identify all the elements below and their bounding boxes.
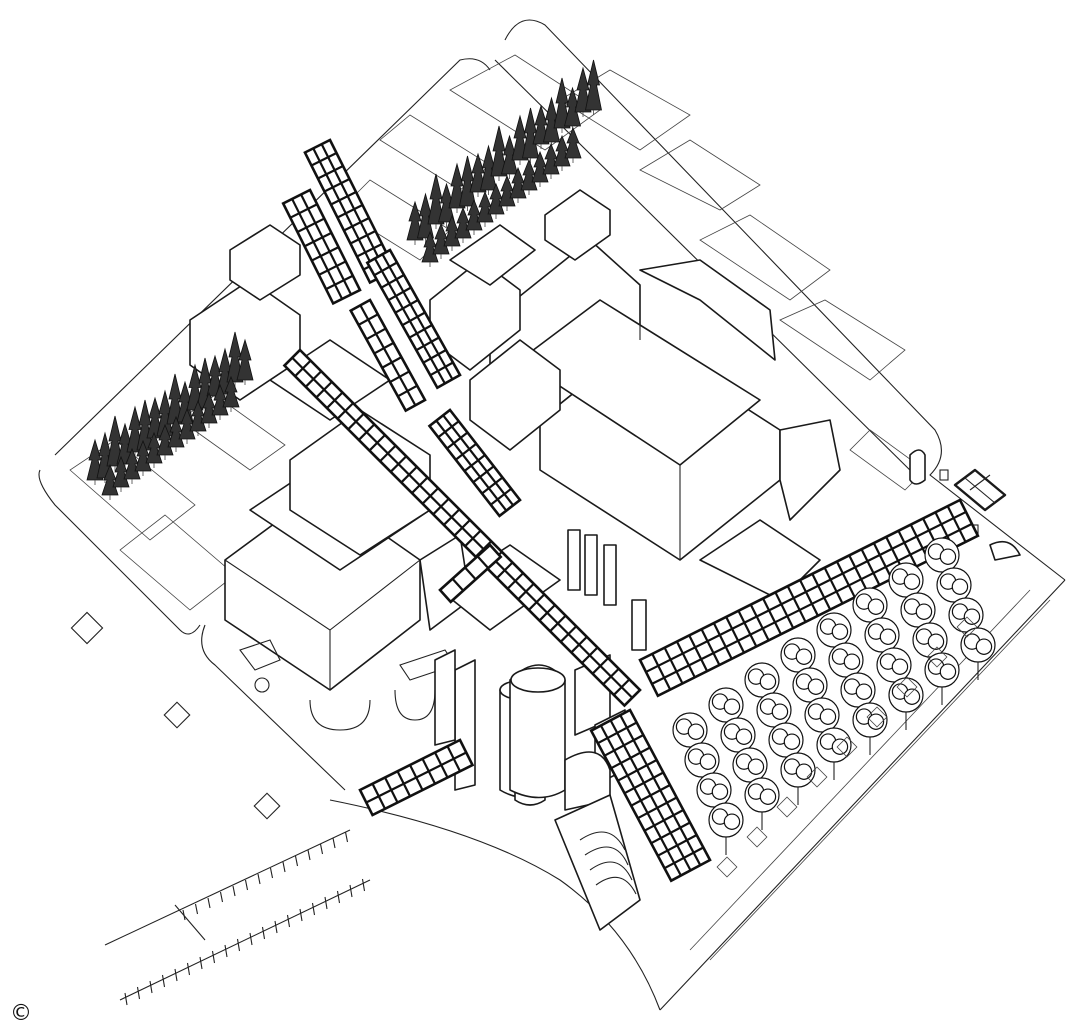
parking-strip bbox=[104, 829, 371, 1006]
tree-rows bbox=[86, 59, 996, 878]
sign-panel bbox=[953, 468, 1007, 512]
street-outline bbox=[38, 19, 1066, 1011]
copyright-symbol: © bbox=[10, 1001, 32, 1026]
glass-canopy-grid bbox=[281, 138, 980, 883]
office-building bbox=[189, 224, 561, 691]
plaza-fixtures bbox=[70, 611, 456, 820]
column-cluster bbox=[567, 449, 1021, 651]
concert-hall-building bbox=[429, 189, 841, 601]
